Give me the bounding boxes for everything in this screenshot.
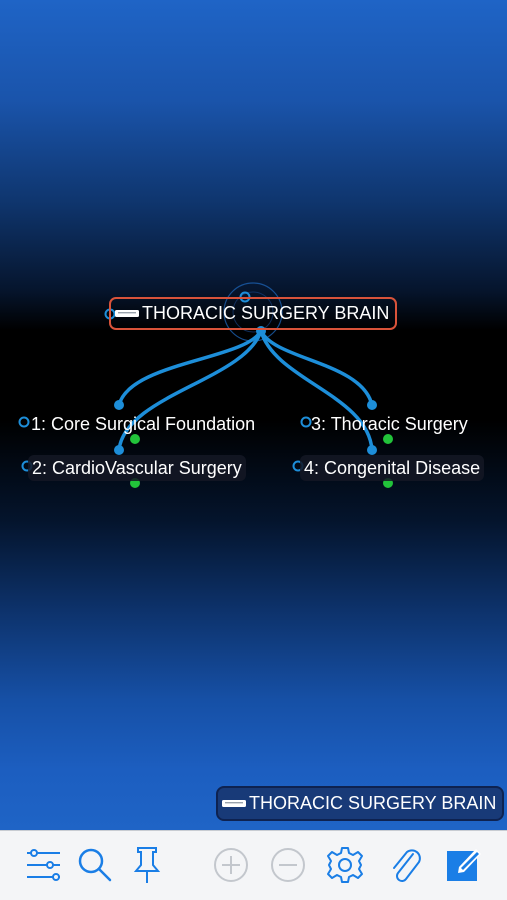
link-node-4	[259, 329, 374, 452]
edit-button[interactable]	[445, 845, 485, 885]
bottom-toolbar	[0, 830, 507, 900]
paperclip-icon	[393, 849, 421, 882]
node-4-link-dot	[367, 445, 377, 455]
edit-icon	[447, 849, 481, 881]
filters-button[interactable]	[24, 845, 64, 885]
link-node-1	[117, 329, 263, 407]
mindmap-canvas[interactable]: THORACIC SURGERY BRAIN 1: Core Surgical …	[0, 0, 507, 830]
pin-button[interactable]	[127, 845, 167, 885]
node-1-label: 1: Core Surgical Foundation	[31, 414, 256, 434]
filters-icon	[27, 849, 60, 881]
zoom-out-button[interactable]	[268, 845, 308, 885]
zoom-in-button[interactable]	[211, 845, 251, 885]
node-4[interactable]: 4: Congenital Disease	[300, 455, 485, 481]
node-3-label: 3: Thoracic Surgery	[311, 414, 468, 434]
zoom-out-icon	[271, 848, 305, 882]
search-button[interactable]	[75, 845, 115, 885]
node-4-label: 4: Congenital Disease	[304, 458, 481, 478]
node-2-label: 2: CardioVascular Surgery	[32, 458, 242, 478]
attach-button[interactable]	[386, 845, 426, 885]
node-1-link-dot	[114, 400, 124, 410]
node-3[interactable]: 3: Thoracic Surgery	[307, 411, 472, 437]
node-2[interactable]: 2: CardioVascular Surgery	[28, 455, 246, 481]
root-breadcrumb[interactable]: THORACIC SURGERY BRAIN	[216, 786, 504, 821]
topic-bar-icon	[222, 799, 246, 808]
search-icon	[78, 848, 112, 882]
node-3-link-dot	[367, 400, 377, 410]
node-1[interactable]: 1: Core Surgical Foundation	[27, 411, 259, 437]
link-node-3	[259, 329, 374, 407]
link-node-2	[117, 329, 263, 452]
pin-icon	[133, 847, 161, 883]
gear-icon	[327, 847, 363, 883]
mindmap-links	[18, 282, 393, 488]
topic-bar-icon	[115, 309, 139, 318]
node-3-left-handle[interactable]	[300, 416, 312, 428]
root-halo-inner	[232, 291, 274, 333]
breadcrumb-label: THORACIC SURGERY BRAIN	[249, 793, 497, 813]
node-2-link-dot	[114, 445, 124, 455]
node-1-children-dot[interactable]	[130, 434, 140, 444]
settings-button[interactable]	[325, 845, 365, 885]
node-3-children-dot[interactable]	[383, 434, 393, 444]
node-1-left-handle[interactable]	[18, 416, 30, 428]
root-node-label: THORACIC SURGERY BRAIN	[142, 303, 390, 323]
zoom-in-icon	[214, 848, 248, 882]
root-node[interactable]: THORACIC SURGERY BRAIN	[109, 297, 397, 330]
